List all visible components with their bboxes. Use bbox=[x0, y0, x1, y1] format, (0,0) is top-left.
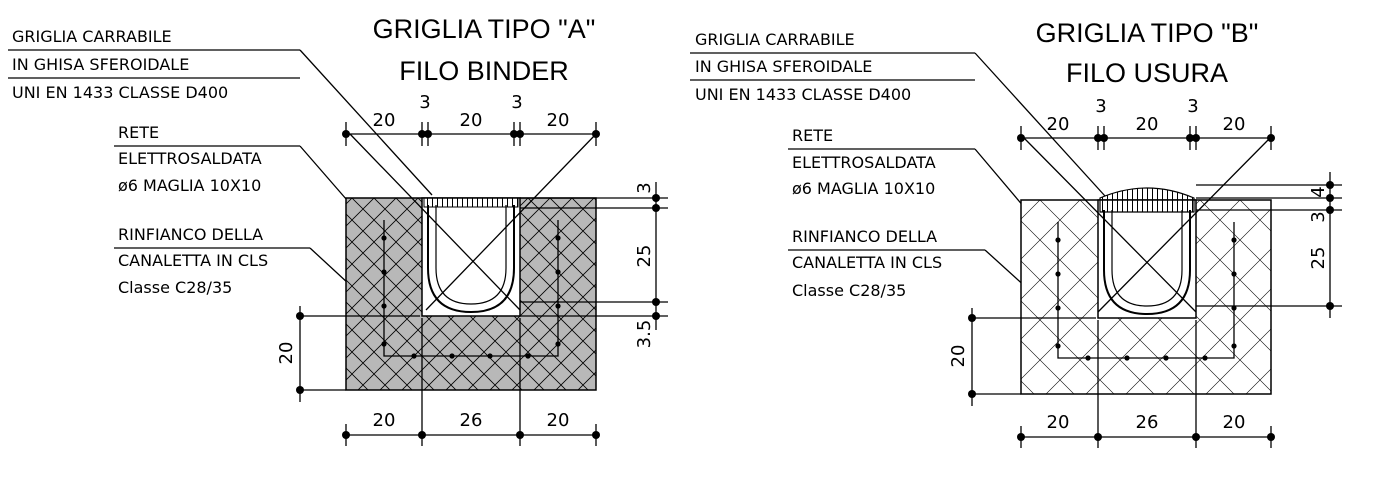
dim-b-bottom-1: 20 bbox=[1047, 412, 1070, 433]
label-a-grid-2: IN GHISA SFEROIDALE bbox=[12, 55, 189, 74]
dim-a-right-2: 25 bbox=[634, 245, 655, 268]
dim-b-top-4: 3 bbox=[1187, 96, 1198, 117]
dim-a-top-5: 20 bbox=[547, 110, 570, 131]
dim-a-bottom-1: 20 bbox=[373, 410, 396, 431]
label-b-fill-1: RINFIANCO DELLA bbox=[792, 227, 937, 246]
label-b-mesh-2: ELETTROSALDATA bbox=[792, 153, 936, 172]
label-b-mesh-3: ø6 MAGLIA 10X10 bbox=[792, 179, 935, 198]
mesh-b bbox=[1057, 222, 1235, 359]
dim-a-top-1: 20 bbox=[373, 110, 396, 131]
label-a-grid-1: GRIGLIA CARRABILE bbox=[12, 27, 172, 46]
dim-b-bottom-3: 20 bbox=[1223, 412, 1246, 433]
dim-b-left: 20 bbox=[948, 345, 969, 368]
title-a-line2: FILO BINDER bbox=[399, 56, 569, 86]
leader-a-grid bbox=[8, 49, 300, 79]
label-b-grid-2: IN GHISA SFEROIDALE bbox=[695, 57, 872, 76]
dim-a-right-1: 3 bbox=[634, 182, 655, 193]
dim-b-top-5: 20 bbox=[1223, 114, 1246, 135]
leader-a-grid-arrow bbox=[299, 49, 433, 196]
dim-b-bottom-2: 26 bbox=[1136, 412, 1159, 433]
title-b-line1: GRIGLIA TIPO "B" bbox=[1036, 18, 1259, 48]
dim-b-right-2: 3 bbox=[1308, 211, 1329, 222]
diagonals-b bbox=[1023, 137, 1271, 313]
mesh-b-bars bbox=[1055, 237, 1237, 361]
grate-b bbox=[1099, 187, 1195, 213]
dim-a-right-3: 3.5 bbox=[634, 320, 655, 349]
channel-b bbox=[1097, 199, 1197, 319]
mesh-a bbox=[383, 220, 559, 357]
title-a-line1: GRIGLIA TIPO "A" bbox=[373, 14, 596, 44]
dim-a-bottom-3: 20 bbox=[547, 410, 570, 431]
dim-right-a bbox=[520, 182, 668, 330]
label-b-fill-2: CANALETTA IN CLS bbox=[792, 253, 942, 272]
dim-b-top-1: 20 bbox=[1047, 114, 1070, 135]
leader-b-grid bbox=[690, 52, 975, 81]
label-a-fill-2: CANALETTA IN CLS bbox=[118, 251, 268, 270]
dim-right-b bbox=[1196, 172, 1342, 318]
label-b-mesh-1: RETE bbox=[792, 126, 833, 145]
mesh-a-bars bbox=[381, 235, 561, 359]
label-a-mesh-2: ELETTROSALDATA bbox=[118, 149, 262, 168]
dim-a-left: 20 bbox=[276, 342, 297, 365]
label-a-grid-3: UNI EN 1433 CLASSE D400 bbox=[12, 83, 228, 102]
label-b-grid-1: GRIGLIA CARRABILE bbox=[695, 30, 855, 49]
title-b-line2: FILO USURA bbox=[1066, 58, 1228, 88]
dim-a-top-2: 3 bbox=[419, 92, 430, 113]
grate-a bbox=[423, 197, 519, 208]
dim-left-b bbox=[971, 308, 1096, 406]
dim-b-top-2: 3 bbox=[1095, 96, 1106, 117]
label-a-fill-3: Classe C28/35 bbox=[118, 278, 232, 297]
channel-b-profile bbox=[1103, 210, 1191, 316]
dim-a-bottom-2: 26 bbox=[460, 410, 483, 431]
dim-a-top-4: 3 bbox=[511, 92, 522, 113]
channel-a-profile bbox=[427, 205, 515, 314]
label-b-grid-3: UNI EN 1433 CLASSE D400 bbox=[695, 85, 911, 104]
label-a-mesh-1: RETE bbox=[118, 123, 159, 142]
leader-b-grid-arrow bbox=[974, 52, 1106, 197]
dim-b-right-3: 25 bbox=[1308, 247, 1329, 270]
label-b-fill-3: Classe C28/35 bbox=[792, 281, 906, 300]
dim-b-right-1: 4 bbox=[1308, 186, 1329, 197]
dim-b-top-3: 20 bbox=[1136, 114, 1159, 135]
diagonals-a bbox=[349, 133, 597, 311]
detail-type-b: GRIGLIA TIPO "B" FILO USURA GRIGLIA CARR… bbox=[690, 18, 1342, 448]
dim-a-top-3: 20 bbox=[460, 110, 483, 131]
label-a-mesh-3: ø6 MAGLIA 10X10 bbox=[118, 176, 261, 195]
label-a-fill-1: RINFIANCO DELLA bbox=[118, 225, 263, 244]
detail-type-a: GRIGLIA TIPO "A" FILO BINDER GRIGLIA CAR… bbox=[8, 14, 668, 446]
